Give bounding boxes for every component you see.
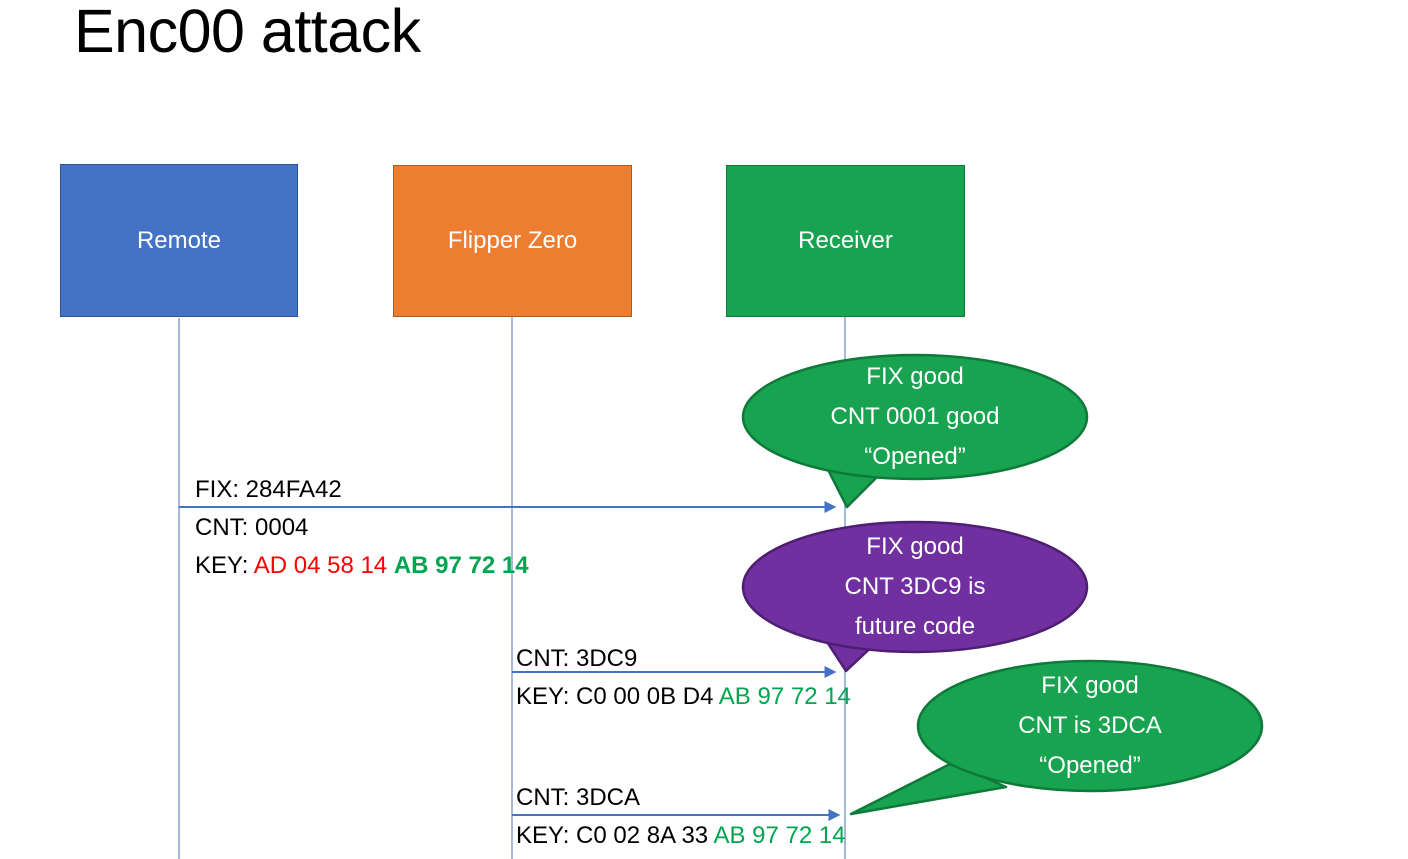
callout-2-bubble	[741, 520, 1089, 654]
slide-title: Enc00 attack	[74, 0, 421, 65]
actor-label-flipper-zero: Flipper Zero	[447, 227, 578, 254]
callout-1	[741, 353, 1089, 509]
message-1-key-red-bytes: AD 04 58 14	[253, 552, 394, 579]
message-3-key-prefix: KEY: C0 02 8A 33	[516, 822, 714, 849]
callout-2-line-2: CNT 3DC9 is	[844, 573, 986, 600]
message-2-key-green-bytes: AB 97 72 14	[718, 683, 851, 710]
callout-1-line-3: “Opened”	[864, 443, 966, 470]
message-3-cnt-label: CNT: 3DCA	[516, 784, 641, 811]
message-1-key-green-bytes: AB 97 72 14	[393, 552, 529, 579]
message-2-cnt-label: CNT: 3DC9	[516, 645, 638, 672]
callout-1-text: FIX good CNT 0001 good “Opened”	[755, 357, 1075, 477]
actor-box-flipper-zero: Flipper Zero	[393, 165, 632, 317]
callout-2-text: FIX good CNT 3DC9 is future code	[755, 527, 1075, 647]
callout-3-line-1: FIX good	[1041, 672, 1139, 699]
callout-1-line-1: FIX good	[866, 363, 964, 390]
message-1-cnt-label: CNT: 0004	[195, 514, 309, 541]
actor-box-remote: Remote	[60, 164, 298, 317]
callout-2	[741, 520, 1089, 673]
callout-3-line-2: CNT is 3DCA	[1018, 712, 1162, 739]
message-1-fix-label: FIX: 284FA42	[195, 476, 342, 503]
message-1-key-prefix: KEY:	[195, 552, 254, 579]
message-1-key-label: KEY: AD 04 58 14 AB 97 72 14	[195, 552, 529, 580]
callout-3-bubble	[916, 659, 1264, 793]
callout-2-line-3: future code	[854, 613, 976, 640]
message-2-key-label: KEY: C0 00 0B D4 AB 97 72 14	[516, 683, 851, 711]
callout-3	[849, 659, 1264, 816]
callout-1-bubble	[741, 353, 1089, 481]
actor-box-receiver: Receiver	[726, 165, 965, 317]
callout-1-line-2: CNT 0001 good	[830, 403, 1000, 430]
actor-label-remote: Remote	[136, 226, 222, 254]
message-3-key-green-bytes: AB 97 72 14	[713, 822, 846, 849]
actor-label-receiver: Receiver	[798, 227, 893, 254]
callout-3-text: FIX good CNT is 3DCA “Opened”	[930, 666, 1250, 786]
callout-2-line-1: FIX good	[866, 533, 964, 560]
message-3-key-label: KEY: C0 02 8A 33 AB 97 72 14	[516, 822, 846, 850]
message-2-key-prefix: KEY: C0 00 0B D4	[516, 683, 719, 710]
callout-3-line-3: “Opened”	[1039, 752, 1141, 779]
